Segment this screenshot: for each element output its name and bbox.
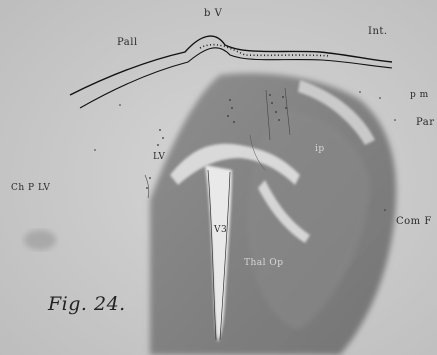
label-comf: Com F <box>396 217 432 227</box>
label-int: Int. <box>368 27 388 37</box>
label-bv: b V <box>204 9 222 19</box>
background-smudge <box>24 230 56 250</box>
label-pall: Pall <box>117 38 138 48</box>
label-chplv: Ch P LV <box>11 184 50 193</box>
label-par: Par <box>416 118 435 128</box>
label-ip: ip <box>315 145 325 154</box>
label-v3: V3 <box>214 226 227 235</box>
label-lv: LV <box>153 153 165 162</box>
label-thalop: Thal Op <box>244 259 284 268</box>
figure-caption: Fig. 24. <box>48 293 126 315</box>
label-pm: p m <box>410 91 429 100</box>
